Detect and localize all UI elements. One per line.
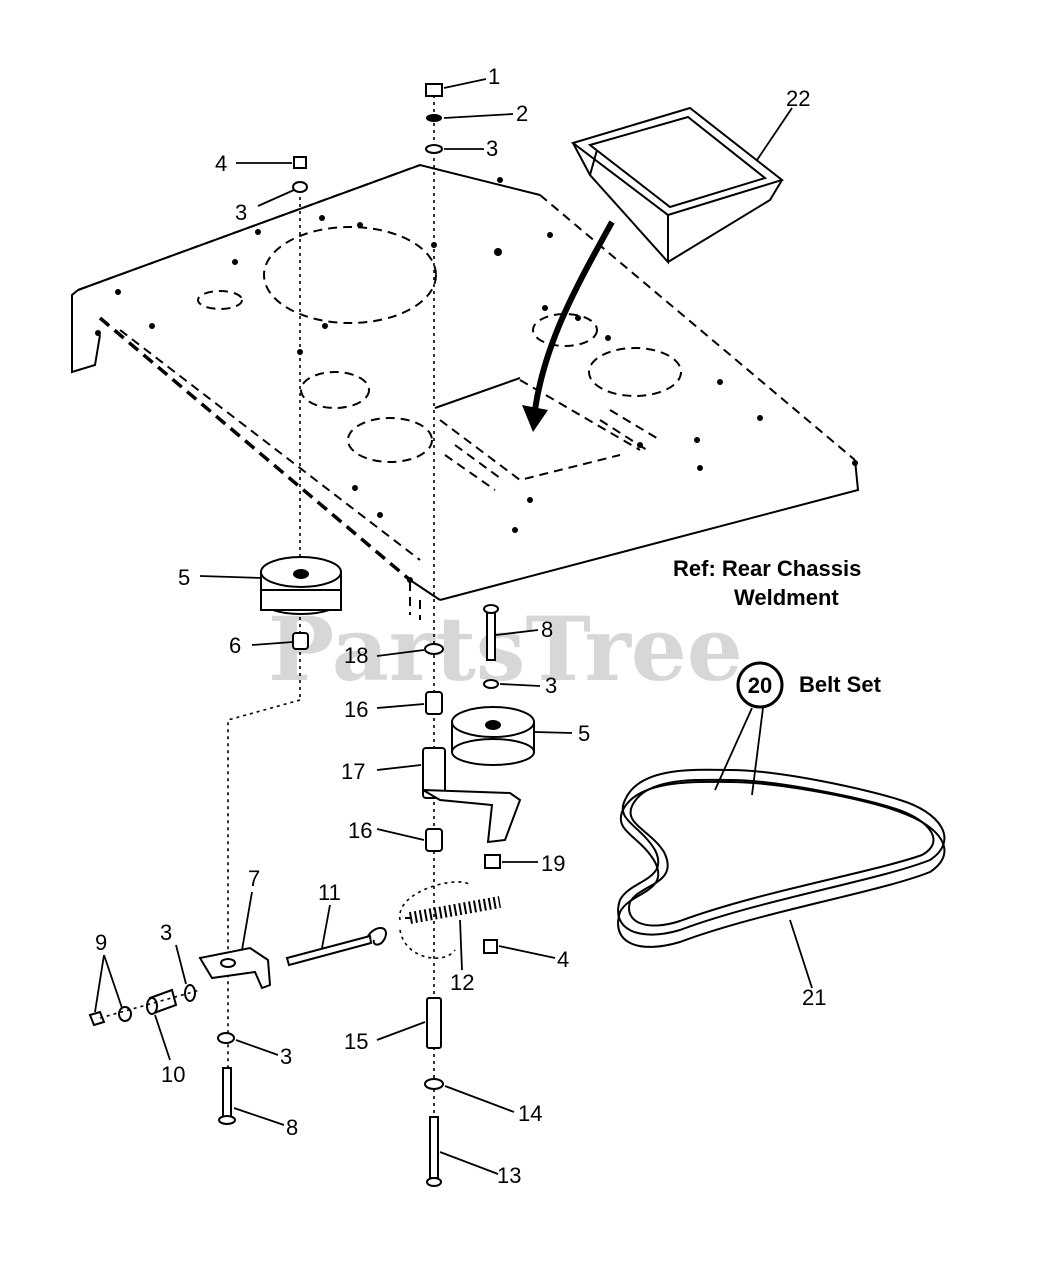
callout-4: 4: [557, 947, 569, 972]
belt-part-21: [617, 768, 946, 948]
callout-9: 9: [95, 930, 107, 955]
spring-part-12: [399, 881, 502, 959]
callout-10: 10: [161, 1062, 185, 1087]
callout-18: 18: [344, 643, 368, 668]
callout-5: 5: [178, 565, 190, 590]
belt-set-label: Belt Set: [799, 672, 882, 697]
belt-set-callout: 20 Belt Set: [736, 661, 882, 709]
rear-chassis-weldment: [71, 163, 860, 620]
callout-16: 16: [348, 818, 372, 843]
reference-line-1: Ref: Rear Chassis: [673, 556, 861, 581]
tray-location-arrow: [522, 220, 615, 432]
callout-1: 1: [488, 64, 500, 89]
tray-part-22: [570, 106, 785, 265]
callout-3: 3: [280, 1044, 292, 1069]
callout-8: 8: [541, 617, 553, 642]
callout-22: 22: [786, 86, 810, 111]
right-pulley-stack: [451, 604, 535, 954]
callout-8: 8: [286, 1115, 298, 1140]
callout-5: 5: [578, 721, 590, 746]
callout-3: 3: [486, 136, 498, 161]
center-hardware-stack: [422, 83, 522, 1187]
callout-14: 14: [518, 1101, 542, 1126]
reference-line-2: Weldment: [734, 585, 839, 610]
callout-15: 15: [344, 1029, 368, 1054]
callout-labels: 1 2 3 4 3 22 5 6 18 8 3 16 5 17 16 19 7 …: [95, 64, 826, 1188]
callout-16: 16: [344, 697, 368, 722]
watermark-text: PartsTree: [268, 597, 743, 701]
callout-3: 3: [235, 200, 247, 225]
reference-note: Ref: Rear Chassis Weldment: [673, 556, 861, 610]
callout-7: 7: [248, 866, 260, 891]
callout-11: 11: [318, 880, 341, 905]
callout-21: 21: [802, 985, 826, 1010]
callout-2: 2: [516, 101, 528, 126]
leader-lines: [94, 78, 813, 1175]
belt-set-number: 20: [748, 673, 772, 698]
callout-19: 19: [541, 851, 565, 876]
left-pulley-stack: [227, 156, 342, 1125]
callout-4: 4: [215, 151, 227, 176]
callout-12: 12: [450, 970, 474, 995]
callout-3: 3: [545, 673, 557, 698]
callout-3: 3: [160, 920, 172, 945]
callout-6: 6: [229, 633, 241, 658]
callout-17: 17: [341, 759, 365, 784]
callout-13: 13: [497, 1163, 521, 1188]
left-bracket-assembly: [88, 927, 387, 1125]
